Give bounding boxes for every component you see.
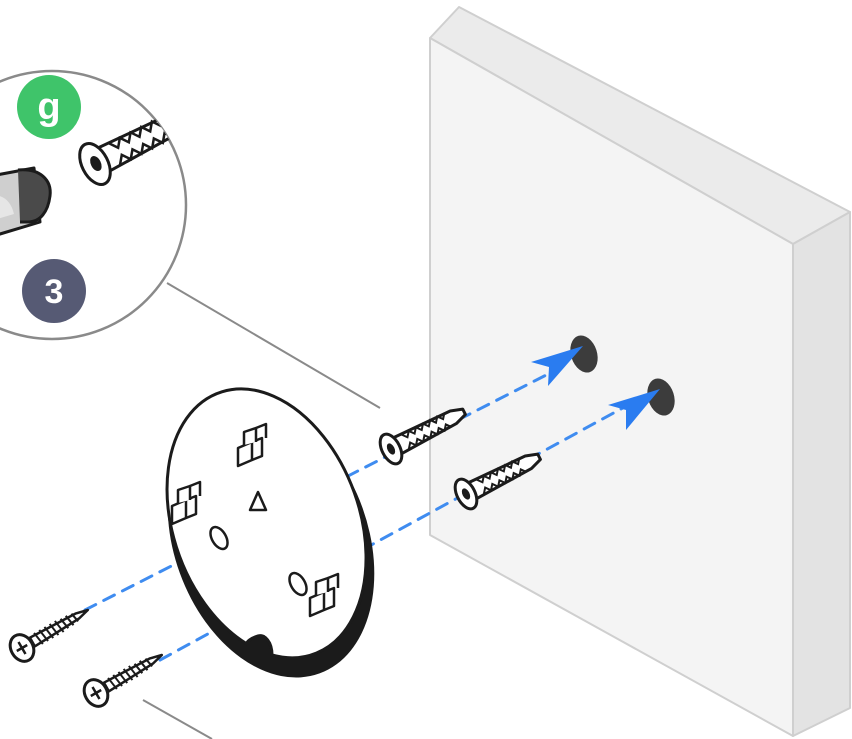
wall-side-edge [792, 211, 851, 737]
badge-label: g [37, 86, 60, 128]
plate-clip-top [236, 422, 268, 468]
guide-line-upper [83, 366, 562, 612]
arrow-head-upper [531, 346, 583, 386]
wall-face [429, 37, 794, 737]
badge-label: 3 [45, 273, 64, 311]
drill-bit-icon [0, 166, 52, 242]
wall [429, 6, 851, 737]
callout-badge-drill: 3 [22, 259, 86, 323]
mounting-plate [165, 387, 375, 678]
insertion-arrows [531, 346, 660, 430]
screw-lower [82, 653, 164, 708]
plate-screw-hole-lower [288, 571, 308, 597]
leader-line-callout [166, 282, 381, 409]
leader-line-bottom [142, 699, 213, 739]
wall-anchor-lower [453, 452, 542, 511]
wall-hole-upper [570, 335, 598, 373]
plate-clip-bottom [308, 572, 340, 618]
plate-clip-left [170, 480, 202, 526]
callout-leader-lines [142, 282, 381, 739]
wall-hole-lower [647, 378, 675, 416]
wall-anchor-upper [378, 407, 467, 466]
callout: g 3 [0, 69, 188, 341]
plate-alignment-triangle [248, 490, 268, 512]
screw-upper [8, 608, 90, 663]
callout-badge-anchor: g [17, 75, 81, 139]
plate-screw-hole-upper [209, 525, 229, 551]
arrow-head-lower [608, 389, 660, 430]
